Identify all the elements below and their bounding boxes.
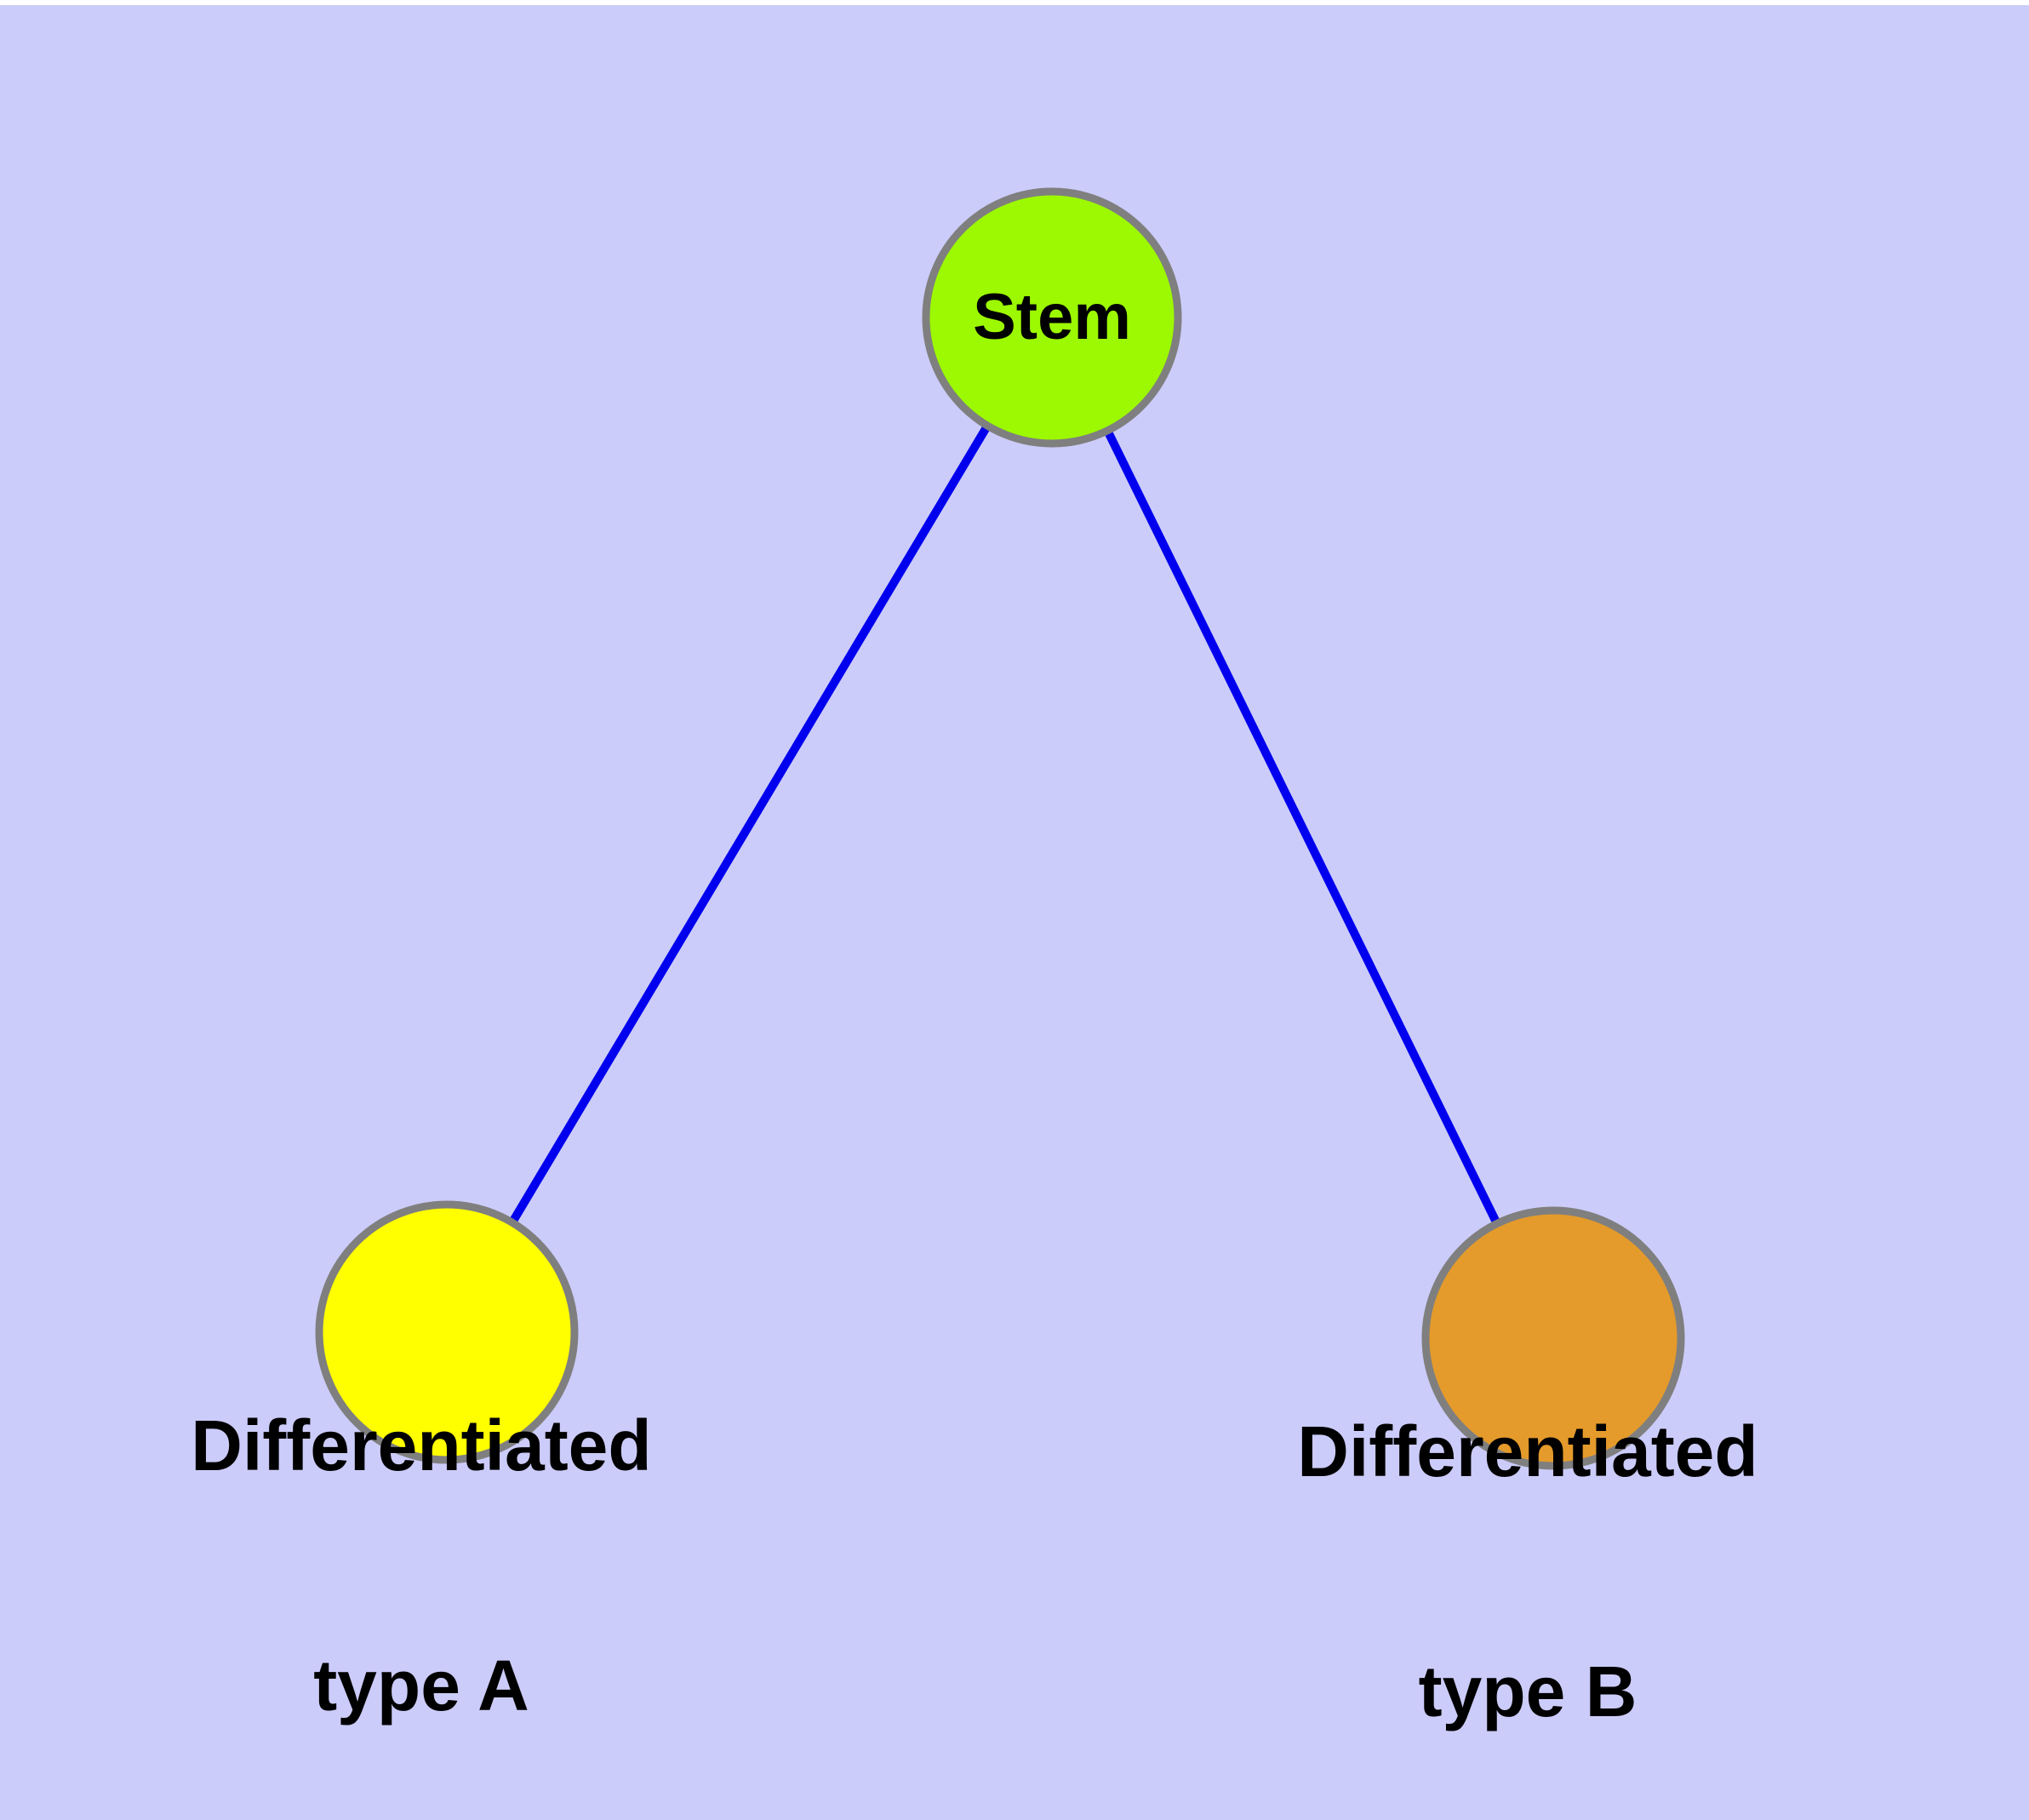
edge-stem-to-diff-b bbox=[1095, 410, 1506, 1235]
node-circle-stem[interactable] bbox=[922, 187, 1182, 448]
node-circle-diff-b[interactable] bbox=[1421, 1206, 1685, 1470]
node-circle-diff-a[interactable] bbox=[315, 1200, 579, 1464]
top-margin-strip bbox=[0, 0, 2029, 5]
node-layer bbox=[315, 187, 1685, 1470]
edge-stem-to-diff-a bbox=[503, 406, 1002, 1234]
edge-layer bbox=[503, 406, 1506, 1235]
